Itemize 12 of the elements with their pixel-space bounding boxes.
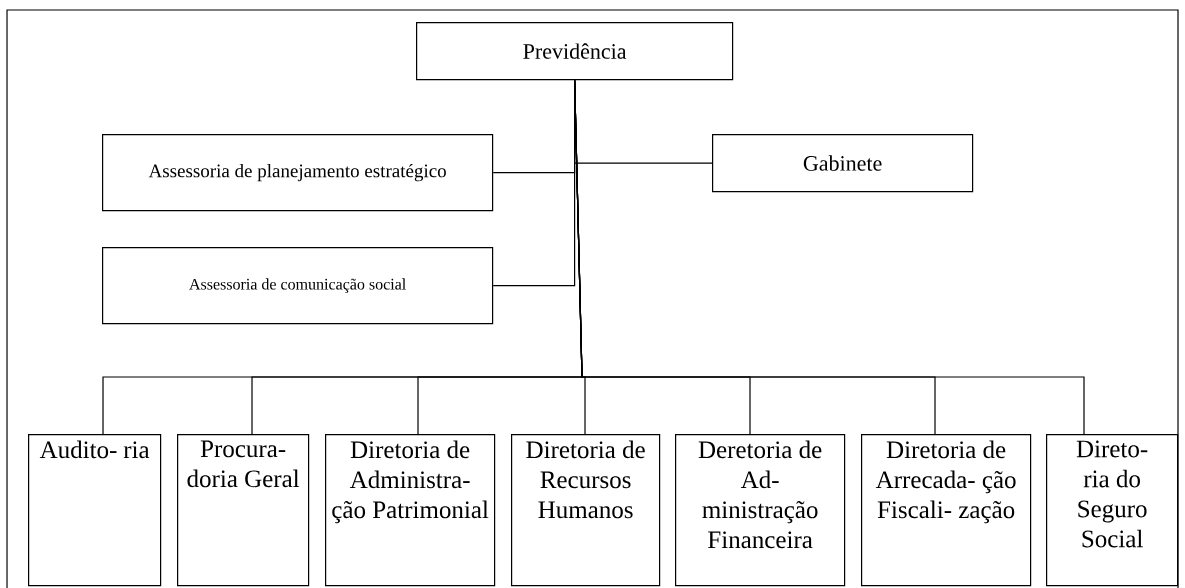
org-box: Diretoria de Arrecada- ção Fiscali- zação — [861, 434, 1032, 587]
org-box: Diretoria de Administra- ção Patrimonial — [325, 434, 496, 587]
org-box: Procura- doria Geral — [177, 434, 310, 587]
org-box: Direto- ria do Seguro Social — [1046, 434, 1179, 587]
org-box: Previdência — [416, 22, 734, 81]
org-box: Assessoria de planejamento estratégico — [102, 134, 494, 212]
org-box: Audito- ria — [28, 434, 162, 587]
org-box: Assessoria de comunicação social — [102, 247, 494, 325]
connector-line — [574, 79, 1085, 435]
org-box: Deretoria de Ad- ministração Financeira — [675, 434, 846, 587]
org-box: Diretoria de Recursos Humanos — [511, 434, 661, 587]
org-box: Gabinete — [712, 134, 974, 193]
